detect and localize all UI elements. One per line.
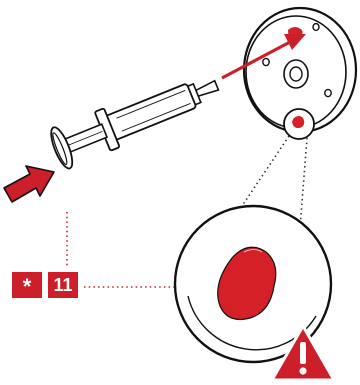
mount-hole — [312, 22, 320, 32]
mount-hole — [262, 57, 270, 67]
cooler-base-plate — [242, 6, 358, 140]
syringe — [50, 79, 220, 170]
red-arrow-icon — [221, 34, 306, 80]
magnified-detail — [173, 204, 333, 364]
mount-hole — [324, 88, 332, 98]
callout-number-badge: 11 — [48, 272, 78, 298]
syringe-barrel — [105, 83, 197, 141]
warning-triangle-icon — [270, 324, 336, 382]
callout-star-badge: * — [12, 272, 42, 299]
zoom-leader-lines — [66, 135, 308, 288]
red-arrow-icon — [3, 165, 55, 203]
paste-blob — [217, 246, 277, 321]
